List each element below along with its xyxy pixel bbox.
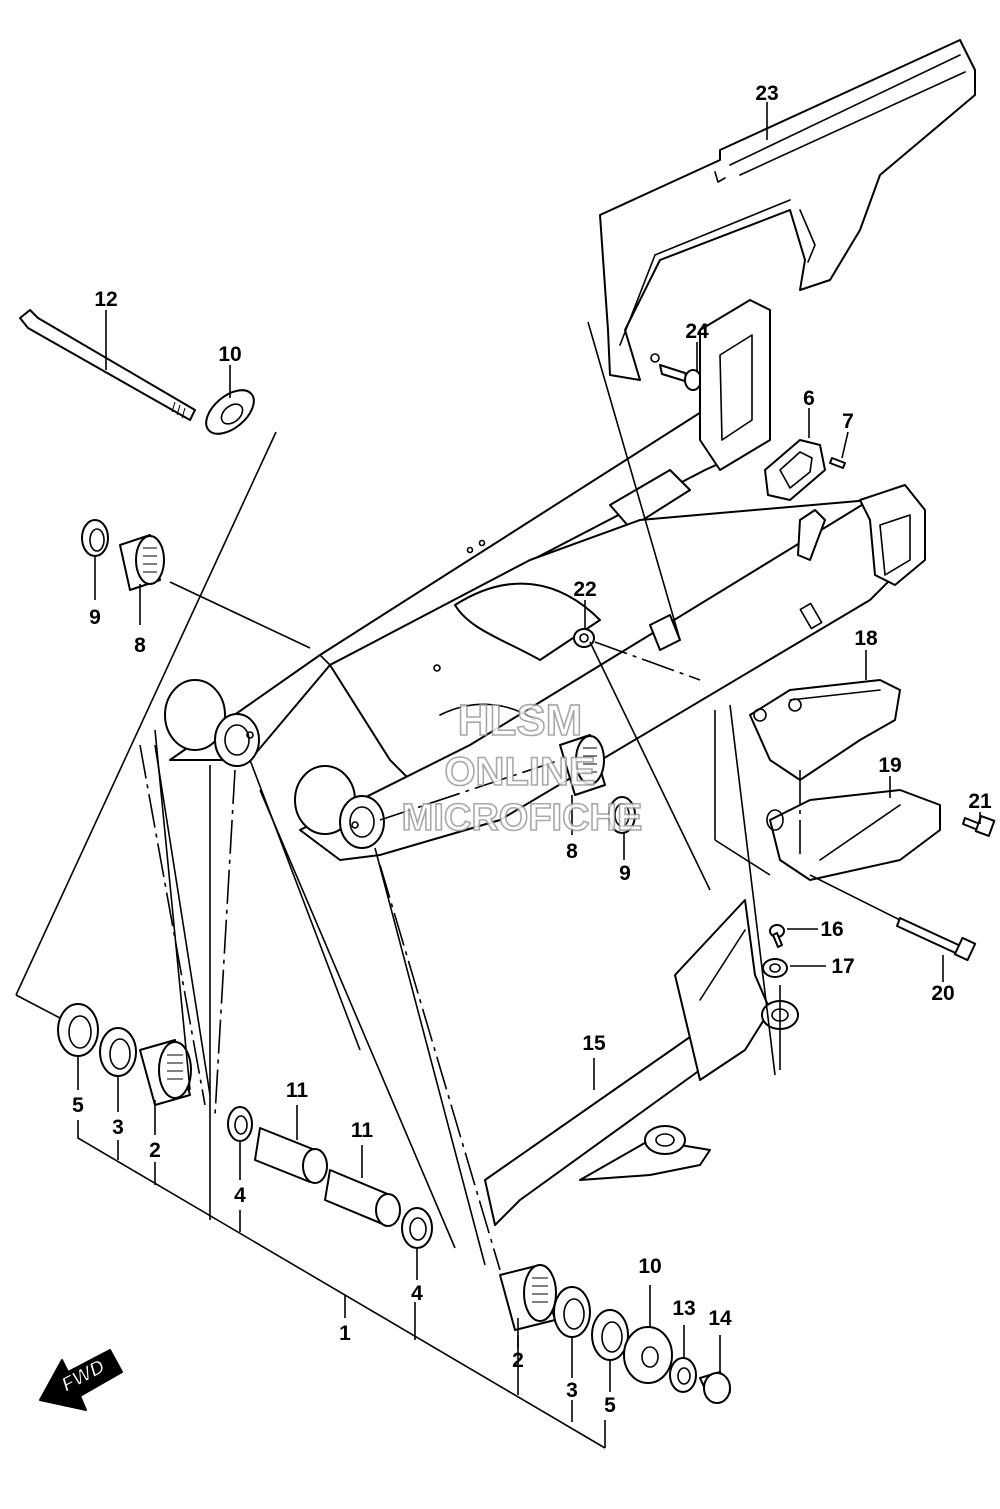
callout-13: 13 bbox=[672, 1297, 695, 1320]
callout-labels: 23 12 10 24 6 7 9 8 22 18 19 21 8 9 16 1… bbox=[72, 82, 992, 1417]
watermark-line3: MICROFICHE bbox=[402, 797, 643, 839]
callout-2-right: 2 bbox=[512, 1349, 524, 1372]
callout-9-top: 9 bbox=[89, 606, 101, 629]
chain-guide bbox=[484, 899, 799, 1226]
bearing-2-left bbox=[139, 1039, 192, 1106]
bearing-8-center bbox=[559, 734, 606, 796]
bearing-8-top bbox=[119, 534, 165, 591]
bolt-21 bbox=[962, 815, 996, 837]
callout-10-top: 10 bbox=[218, 343, 241, 366]
callout-24: 24 bbox=[685, 320, 709, 343]
seal-5-right bbox=[591, 1309, 629, 1361]
nut-14 bbox=[699, 1371, 731, 1404]
callout-3-left: 3 bbox=[112, 1116, 124, 1139]
spacer-11-b bbox=[324, 1169, 401, 1227]
bolt-24 bbox=[659, 364, 702, 391]
seal-9-center bbox=[608, 796, 636, 834]
callout-16: 16 bbox=[820, 918, 843, 941]
chain-guide-19 bbox=[766, 789, 941, 881]
bearing-2-right bbox=[499, 1264, 557, 1331]
callout-23: 23 bbox=[755, 82, 778, 105]
washer-10-top bbox=[205, 389, 255, 435]
collar-22 bbox=[573, 628, 595, 648]
callout-8-center: 8 bbox=[566, 840, 578, 863]
seal-3-right bbox=[553, 1286, 591, 1338]
leader-lines bbox=[15, 102, 981, 1449]
seal-5-left bbox=[57, 1003, 99, 1057]
callout-12: 12 bbox=[94, 288, 117, 311]
callout-14: 14 bbox=[708, 1307, 732, 1330]
washer-10-bottom bbox=[623, 1326, 673, 1384]
screw-16 bbox=[769, 924, 785, 948]
callout-7: 7 bbox=[842, 410, 854, 433]
callout-6: 6 bbox=[803, 387, 815, 410]
callout-3-right: 3 bbox=[566, 1379, 578, 1402]
watermark-line2: ONLINE bbox=[444, 750, 595, 794]
callout-20: 20 bbox=[931, 982, 954, 1005]
callout-15: 15 bbox=[582, 1032, 606, 1055]
bolt-20 bbox=[896, 917, 977, 962]
fwd-direction-badge: FWD bbox=[39, 1349, 123, 1411]
callout-5-right: 5 bbox=[604, 1394, 616, 1417]
callout-9-center: 9 bbox=[619, 862, 631, 885]
chain-guide-18 bbox=[749, 679, 901, 781]
watermark: HLSM ONLINE MICROFICHE bbox=[401, 695, 643, 840]
callout-11-a: 11 bbox=[286, 1079, 309, 1102]
washer-4-left bbox=[227, 1106, 253, 1142]
callout-8-top: 8 bbox=[134, 634, 146, 657]
callout-19: 19 bbox=[878, 754, 901, 777]
callout-1: 1 bbox=[339, 1322, 351, 1345]
callout-11-b: 11 bbox=[351, 1119, 374, 1142]
plate-6 bbox=[764, 439, 826, 501]
watermark-line1: HLSM bbox=[458, 696, 583, 745]
callout-22: 22 bbox=[573, 578, 596, 601]
spacer-11-a bbox=[254, 1127, 328, 1184]
callout-18: 18 bbox=[854, 627, 878, 650]
seal-9-top bbox=[81, 519, 109, 557]
pivot-bolt-12 bbox=[19, 309, 196, 421]
callout-5-left: 5 bbox=[72, 1094, 84, 1117]
washer-13 bbox=[669, 1357, 697, 1393]
callout-2-left: 2 bbox=[149, 1139, 161, 1162]
callout-4-right: 4 bbox=[411, 1282, 423, 1305]
bolt-7 bbox=[829, 457, 846, 469]
seal-3-left bbox=[99, 1027, 137, 1077]
callout-4-left: 4 bbox=[234, 1184, 246, 1207]
callout-17: 17 bbox=[831, 955, 854, 978]
callout-21: 21 bbox=[968, 790, 992, 813]
washer-4-right bbox=[401, 1207, 433, 1249]
washer-17 bbox=[762, 958, 788, 978]
callout-10-bottom: 10 bbox=[638, 1255, 661, 1278]
chain-cover bbox=[599, 39, 976, 381]
